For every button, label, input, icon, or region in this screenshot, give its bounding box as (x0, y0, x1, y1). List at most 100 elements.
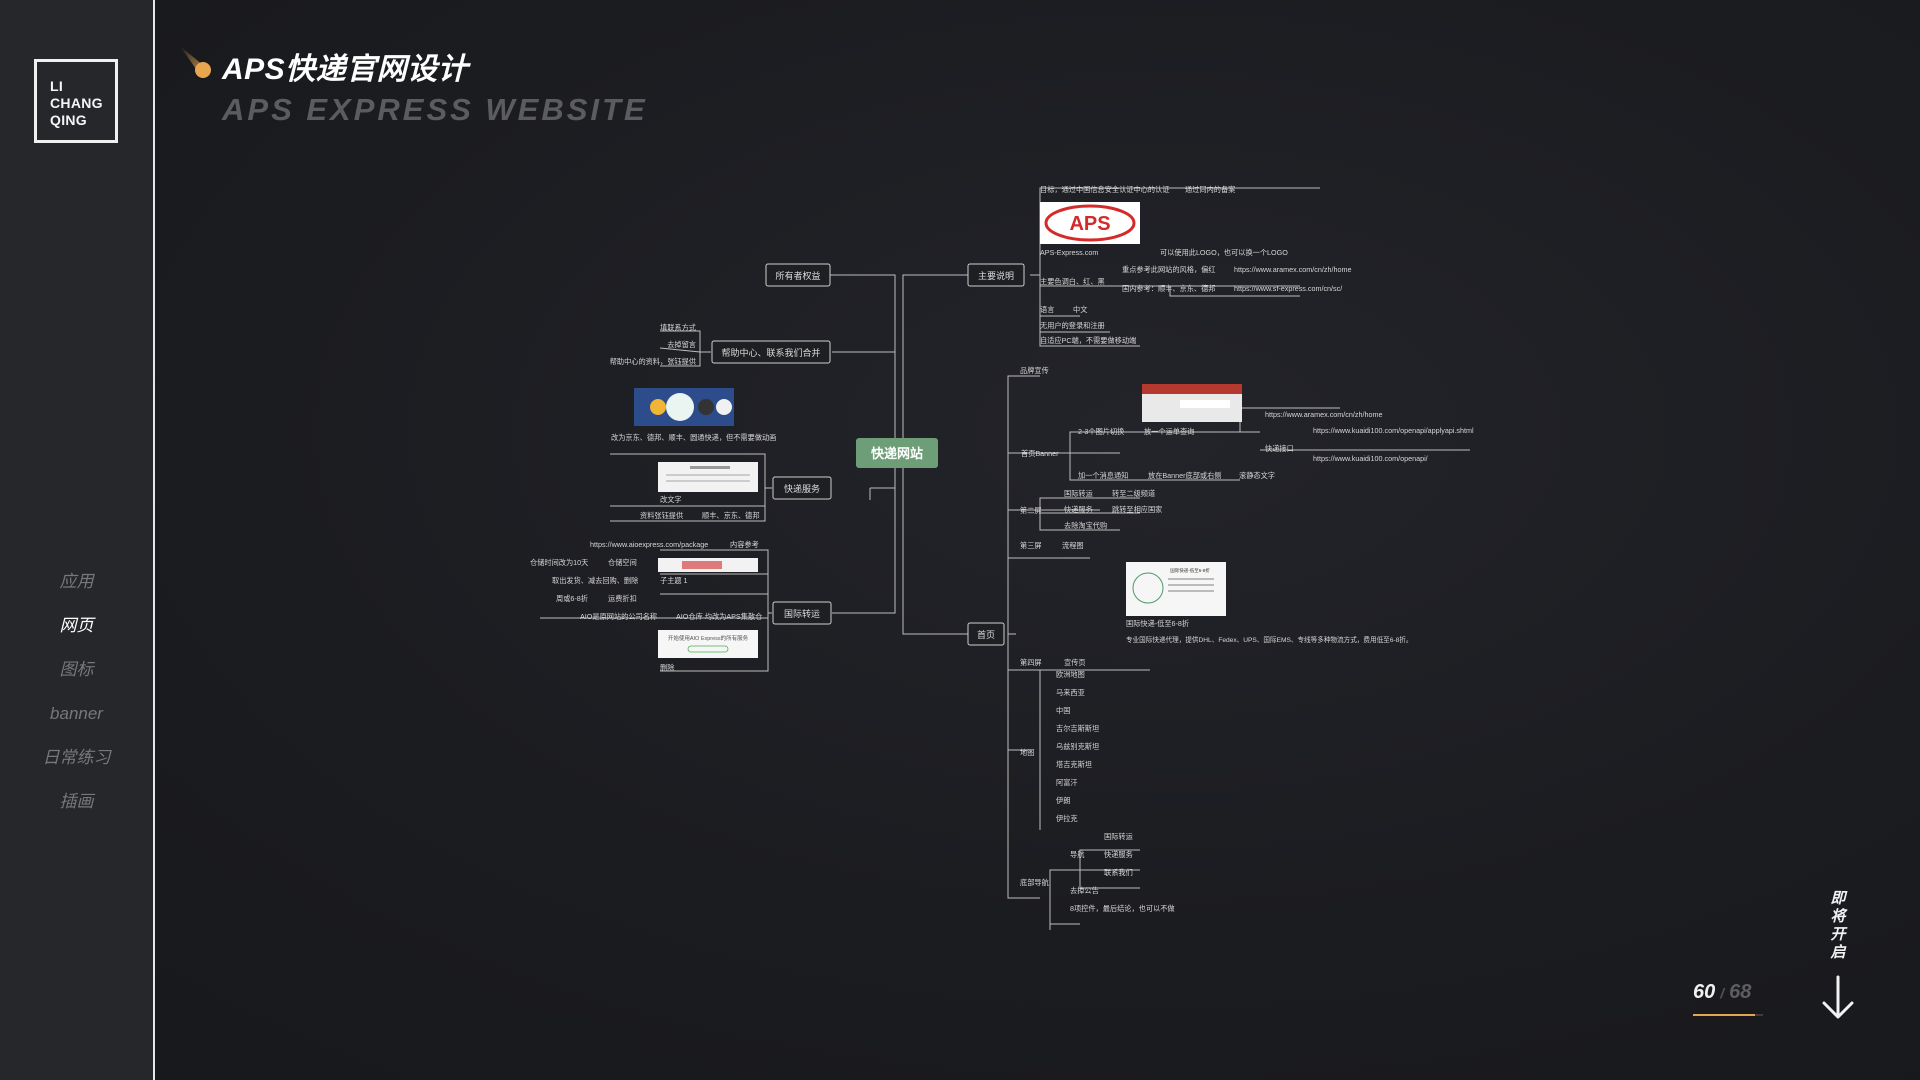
main-item-domestic-ref: 国内参考：顺丰、京东、德邦 (1122, 284, 1215, 293)
nav-item-banner[interactable]: banner (50, 704, 103, 723)
map-item: 伊朗 (1056, 796, 1070, 805)
express-item-1: 改为京东、德邦、顺丰、圆通快递，但不需要做动画 (611, 433, 776, 442)
sidebar-nav: 应用 网页 图标 banner 日常练习 插画 (0, 560, 153, 824)
arrow-down-icon[interactable] (1820, 975, 1856, 1021)
node-express-label: 快递服务 (784, 483, 820, 494)
intl-item-weekly: 周或6-8折 (556, 594, 588, 603)
map-list: 欧洲地图 马来西亚 中国 吉尔吉斯斯坦 乌兹别克斯坦 塔吉克斯坦 阿富汗 伊朗 … (1056, 670, 1099, 823)
mindmap-connectors (540, 187, 1470, 930)
home-item-intl: 国际转运 (1064, 489, 1093, 498)
home-item-card-desc: 专业国际快递代理，提供DHL、Fedex、UPS、国际EMS、专线等多种物流方式… (1126, 635, 1413, 644)
coming-soon-char: 启 (1830, 944, 1846, 961)
intl-aio-image: 开始使用AIO Express的所有服务 (658, 630, 758, 658)
intl-item-shipping: 取出发货、减去回购、删除 (552, 576, 638, 585)
home-item-static-text: 滚静态文字 (1239, 471, 1275, 480)
mindmap-diagram: 快递网站 所有者权益 帮助中心、联系我们合并 填联系方式 去掉留言 帮助中心的资… (530, 185, 1474, 930)
page-separator: / (1720, 985, 1725, 1001)
page-current: 60 (1693, 981, 1716, 1003)
home-item-screen-4: 第四屏 (1020, 658, 1042, 667)
node-help-label: 帮助中心、联系我们合并 (721, 347, 820, 358)
intl-item-subtopic: 子主题 1 (660, 576, 688, 585)
coming-soon-char: 将 (1830, 908, 1846, 925)
main-item-sf-url: https://www.sf-express.com/cn/sc/ (1234, 284, 1342, 293)
home-item-nav: 导航 (1070, 850, 1084, 859)
home-item-brand: 品牌宣传 (1020, 366, 1049, 375)
home-item-aramex-url: https://www.aramex.com/cn/zh/home (1265, 410, 1382, 419)
main-item-domain: APS-Express.com (1040, 248, 1098, 257)
node-help[interactable]: 帮助中心、联系我们合并 (711, 340, 831, 364)
logo-line-2: CHANG (50, 95, 103, 111)
nav-item-icons[interactable]: 图标 (59, 660, 94, 679)
home-item-express-api: 快递接口 (1265, 444, 1294, 453)
banner-screenshot-image (1142, 384, 1242, 422)
home-item-notice: 加一个消息通知 (1078, 471, 1128, 480)
intl-item-storage-space: 仓储空间 (608, 558, 637, 567)
main-item-language: 语言 (1040, 305, 1054, 314)
home-item-screen-2: 第二屏 (1020, 506, 1042, 515)
sidebar: LI CHANG QING 应用 网页 图标 banner 日常练习 插画 (0, 0, 155, 1080)
main-item-goal: 目标，通过中国信息安全认证中心的认证 (1040, 185, 1169, 194)
intl-item-storage-days: 仓储时间改为10天 (530, 558, 588, 567)
logo-line-1: LI (50, 78, 64, 94)
home-item-nav-express: 快递服务 (1104, 850, 1133, 859)
node-home-label: 首页 (977, 629, 995, 640)
title-comet-icon (180, 46, 211, 78)
node-intl-label: 国际转运 (784, 608, 820, 619)
nav-item-apps[interactable]: 应用 (59, 572, 94, 591)
node-main-label: 主要说明 (978, 270, 1014, 281)
logo-line-3: QING (50, 112, 87, 128)
center-node-label: 快递网站 (871, 446, 923, 461)
home-item-api-url-1: https://www.kuaidi100.com/openapi/applya… (1313, 426, 1474, 435)
home-item-screen-3: 第三屏 (1020, 541, 1042, 550)
intl-card-image: 国际快递-低至6-8折 (1126, 562, 1226, 616)
page-counter: 60/68 (1693, 981, 1751, 1004)
home-item-nav-contact: 联系我们 (1104, 868, 1133, 877)
page-progress-bar (1693, 1014, 1763, 1016)
coming-soon-char: 开 (1830, 926, 1846, 943)
home-item-to-country: 跳转至相应国家 (1112, 505, 1162, 514)
express-item-2: 改文字 (660, 495, 682, 504)
node-intl[interactable]: 国际转运 (772, 601, 832, 625)
page-title: APS快递官网设计 (222, 53, 469, 86)
intl-item-ref: 内容参考 (730, 540, 759, 549)
nav-item-web[interactable]: 网页 (59, 616, 94, 635)
main-item-style-ref: 重点参考此网站的风格，偏红 (1122, 265, 1215, 274)
home-item-api-url-2: https://www.kuaidi100.com/openapi/ (1313, 454, 1428, 463)
express-item-4: 顺丰、京东、德邦 (702, 511, 760, 520)
map-item: 马来西亚 (1056, 688, 1085, 697)
home-item-express: 快递服务 (1064, 505, 1093, 514)
brand-logo[interactable]: LI CHANG QING (34, 59, 118, 143)
center-node[interactable]: 快递网站 (856, 438, 938, 468)
main-item-colors: 主要色调白、红、黑 (1040, 277, 1105, 286)
intl-item-url: https://www.aioexpress.com/package (590, 540, 708, 549)
help-item-3: 帮助中心的资料，张钰提供 (610, 357, 696, 366)
intl-item-delete: 删除 (660, 663, 674, 672)
nav-item-illustration[interactable]: 插画 (59, 792, 94, 811)
home-item-footer-nav: 底部导航 (1020, 878, 1049, 887)
node-main[interactable]: 主要说明 (967, 263, 1025, 287)
help-item-2: 去掉留言 (667, 340, 696, 349)
node-rights[interactable]: 所有者权益 (765, 263, 831, 287)
home-item-banner: 首页Banner (1021, 449, 1059, 458)
node-rights-label: 所有者权益 (775, 270, 820, 281)
home-item-tracking: 放一个运单查询 (1144, 427, 1194, 436)
map-item: 伊拉克 (1056, 814, 1078, 823)
intl-item-aio-warehouse: AIO仓库 均改为APS集散仓 (676, 612, 762, 621)
home-item-promo: 宣传页 (1064, 658, 1086, 667)
nav-item-daily-practice[interactable]: 日常练习 (42, 748, 111, 767)
map-item: 吉尔吉斯斯坦 (1056, 724, 1099, 733)
map-item: 乌兹别克斯坦 (1056, 742, 1099, 751)
main-item-filing: 通过同内的备案 (1185, 185, 1235, 194)
map-item: 阿富汗 (1056, 778, 1078, 787)
coming-soon-label: 即 将 开 启 (1827, 890, 1849, 962)
node-home[interactable]: 首页 (967, 622, 1005, 646)
home-item-remove-notice: 去掉公告 (1070, 886, 1099, 895)
express-item-3: 资料张钰提供 (640, 511, 683, 520)
node-express[interactable]: 快递服务 (772, 476, 832, 500)
home-item-flow: 流程图 (1062, 541, 1084, 550)
home-item-to-channel: 转至二级频道 (1112, 489, 1155, 498)
map-item: 欧洲地图 (1056, 670, 1085, 679)
home-item-map: 地图 (1020, 748, 1034, 757)
intl-table-image (658, 558, 758, 572)
intl-item-aio-company: AIO是原网站的公司名称 (580, 612, 657, 621)
